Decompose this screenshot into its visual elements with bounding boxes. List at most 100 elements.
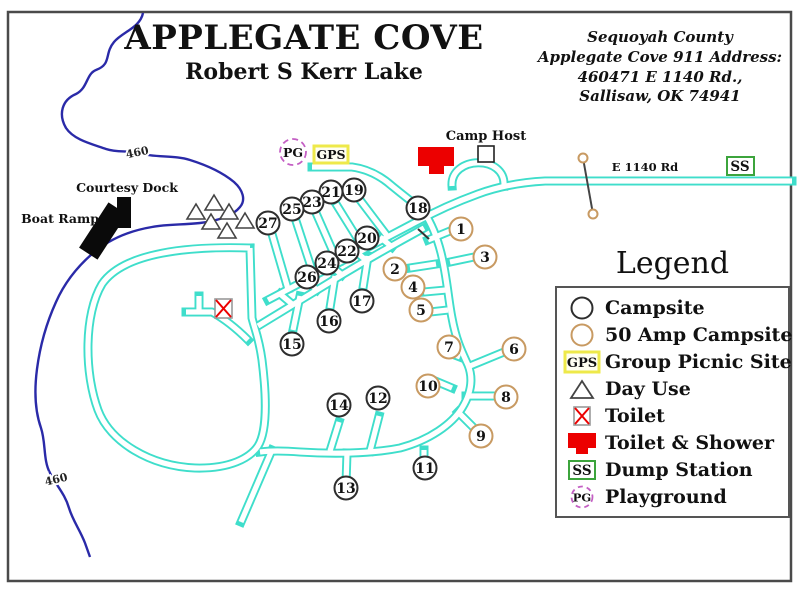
legend-row-playground: PG Playground	[559, 483, 786, 510]
toilet-icon	[559, 403, 605, 429]
campsite-number: 2	[390, 262, 400, 278]
campsite-marker-17	[349, 288, 375, 314]
legend-row-dump-station: SS Dump Station	[559, 456, 786, 483]
group-picnic-icon: GPS	[559, 349, 605, 375]
contour-label: 460	[43, 470, 69, 488]
shoreline-contour	[34, 12, 245, 558]
campsite-marker-12	[365, 385, 391, 411]
campsite-marker-3	[472, 244, 498, 270]
page-subtitle: Robert S Kerr Lake	[185, 59, 423, 86]
campsite-number: 19	[344, 183, 363, 199]
structures-layer: GPS PG SS	[79, 138, 755, 319]
campsite-number: 13	[336, 481, 355, 497]
day-use-area	[185, 193, 256, 239]
campsite-marker-10	[415, 373, 441, 399]
campsite-number: 3	[480, 250, 490, 266]
page-title: APPLEGATE COVE	[124, 18, 484, 58]
campsite-number: 8	[501, 390, 511, 406]
campsite-number: 22	[337, 244, 356, 260]
campsite-icon	[559, 295, 605, 321]
campsite-marker-13	[333, 475, 359, 501]
group-picnic-icon: GPS	[312, 144, 350, 165]
legend-row-50amp: 50 Amp Campsite	[559, 321, 792, 348]
day-use-icon	[218, 202, 240, 220]
day-use-icon	[203, 193, 225, 211]
toilet-shower-icon	[559, 430, 605, 456]
gate-marker	[577, 152, 599, 220]
campsite-marker-24	[314, 250, 340, 276]
svg-text:GPS: GPS	[316, 147, 345, 162]
campsite-marker-16	[316, 308, 342, 334]
campsite-number: 17	[352, 294, 371, 310]
campsite-marker-7	[436, 334, 462, 360]
address-line: 460471 E 1140 Rd.,	[577, 67, 743, 86]
campsite-number: 1	[456, 222, 466, 238]
day-use-icon	[559, 376, 605, 402]
barrier-tick	[417, 228, 430, 240]
map-border	[6, 10, 793, 583]
campsite-number: 14	[329, 398, 349, 414]
playground-icon: PG	[559, 484, 605, 510]
legend-label: Day Use	[605, 377, 691, 400]
dump-station-icon: SS	[559, 457, 605, 483]
day-use-icon	[216, 221, 238, 239]
svg-text:GPS: GPS	[567, 356, 597, 371]
legend-row-day-use: Day Use	[559, 375, 786, 402]
legend-box: Campsite 50 Amp Campsite GPS Group Picni…	[555, 286, 792, 518]
campsite-markers: 1234567891011121314151617181920212223242…	[255, 177, 527, 501]
legend-row-toilet-shower: Toilet & Shower	[559, 429, 786, 456]
legend-title: Legend	[615, 246, 730, 281]
campsite-number: 11	[415, 461, 434, 477]
dump-station-icon: SS	[726, 156, 755, 176]
road-name-label: E 1140 Rd	[612, 160, 678, 174]
campsite-marker-2	[382, 256, 408, 282]
svg-text:PG: PG	[283, 145, 303, 160]
campsite-number: 27	[258, 216, 277, 232]
campsite-number: 5	[416, 303, 426, 319]
campsite-marker-6	[501, 336, 527, 362]
legend-label: Group Picnic Site	[605, 350, 792, 373]
campsite-number: 20	[357, 231, 377, 247]
campsite-marker-25	[279, 196, 305, 222]
campsite-number: 16	[319, 314, 338, 330]
svg-text:SS: SS	[730, 159, 749, 175]
address-line: Applegate Cove 911 Address:	[537, 47, 783, 66]
campsite-marker-20	[354, 225, 380, 251]
campsite-number: 18	[408, 201, 427, 217]
address-block: Sequoyah County Applegate Cove 911 Addre…	[528, 28, 792, 107]
campsite-marker-8	[493, 384, 519, 410]
campsite-number: 24	[317, 256, 337, 272]
contour-label: 460	[125, 144, 151, 162]
address-line: Sequoyah County	[587, 28, 733, 46]
courtesy-dock-structure	[117, 197, 131, 228]
toilet-shower-icon	[418, 147, 454, 174]
svg-text:PG: PG	[573, 490, 591, 504]
courtesy-dock-label: Courtesy Dock	[76, 180, 178, 195]
campsite-number: 25	[282, 202, 301, 218]
campsite-number: 15	[282, 337, 301, 353]
legend-label: Toilet & Shower	[605, 431, 774, 454]
playground-icon: PG	[279, 138, 307, 166]
campsite-number: 26	[297, 270, 316, 286]
legend-row-group-picnic: GPS Group Picnic Site	[559, 348, 792, 375]
legend-label: Toilet	[605, 404, 665, 427]
camp-host-site	[477, 145, 495, 163]
campsite-number: 12	[368, 391, 387, 407]
legend-label: Dump Station	[605, 458, 753, 481]
boat-ramp-structure	[79, 202, 127, 260]
campsite-marker-27	[255, 210, 281, 236]
campsite-marker-4	[400, 274, 426, 300]
map-title-block: APPLEGATE COVE Robert S Kerr Lake	[118, 18, 490, 86]
campsite-marker-22	[334, 238, 360, 264]
legend-row-campsite: Campsite	[559, 294, 786, 321]
address-line: Sallisaw, OK 74941	[579, 87, 741, 106]
legend: Legend Campsite 50 Amp Campsite GPS	[555, 246, 792, 518]
legend-label: Campsite	[605, 296, 705, 319]
campsite-marker-14	[326, 392, 352, 418]
day-use-icon	[185, 202, 207, 220]
day-use-icon	[200, 212, 222, 230]
campsite-marker-15	[279, 331, 305, 357]
camp-host-label: Camp Host	[446, 129, 526, 144]
campsite-number: 10	[418, 379, 438, 395]
